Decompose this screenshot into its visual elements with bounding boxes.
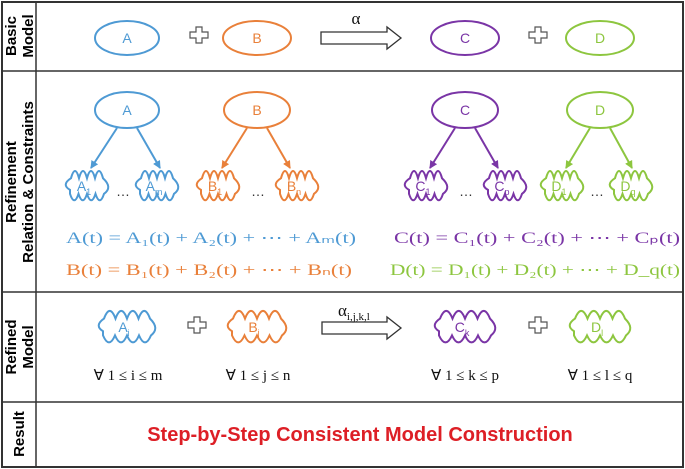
- equation-b: B(t) = B₁(t) + B₂(t) + ⋯ + Bₙ(t): [66, 262, 352, 279]
- svg-text:Refinement: Refinement: [3, 141, 20, 223]
- basic-node-c-label: C: [460, 30, 470, 46]
- child-cloud-d-first-shape: [539, 170, 585, 202]
- refined-arrow-label: αi,j,k,l: [338, 301, 370, 323]
- refined-model-row: Ai Bj Ck Dl αi,j,k,l ∀ 1 ≤ i ≤ m ∀ 1 ≤ j ≤ …: [94, 301, 633, 384]
- child-cloud-a-first-shape: [64, 170, 110, 202]
- refine-parent-c-label: C: [460, 102, 470, 118]
- child-cloud-c-first-label: C1: [415, 178, 430, 197]
- refined-cloud-b-shape: [226, 309, 288, 344]
- basic-node-d: [565, 20, 635, 56]
- basic-node-c: [430, 20, 500, 56]
- child-cloud-b-first: B1: [195, 170, 241, 202]
- svg-text:Refined: Refined: [3, 319, 20, 374]
- svg-text:Model: Model: [20, 325, 37, 368]
- basic-node-a-label: A: [122, 30, 132, 46]
- constraint-a: ∀ 1 ≤ i ≤ m: [94, 368, 163, 384]
- child-cloud-a-last-label: Am: [146, 178, 163, 197]
- constraint-c: ∀ 1 ≤ k ≤ p: [431, 368, 499, 384]
- equation-c: C(t) = C₁(t) + C₂(t) + ⋯ + Cₚ(t): [394, 230, 680, 247]
- child-cloud-d-last: Dq: [608, 170, 654, 202]
- arrow-c-to-cp: [474, 127, 499, 169]
- row-label-basic-model: Basic Model: [3, 14, 37, 57]
- refined-cloud-c-label: Ck: [455, 319, 470, 338]
- child-cloud-b-last-shape: [274, 170, 320, 202]
- refined-cloud-a-shape: [97, 309, 157, 344]
- refined-cloud-c: Ck: [433, 309, 497, 344]
- refined-cloud-d-shape: [568, 309, 632, 344]
- hollow-arrow-icon: [321, 315, 403, 341]
- child-cloud-a-last: Am: [134, 170, 180, 202]
- child-cloud-b-first-label: B1: [208, 178, 222, 197]
- plus-icon: [189, 26, 209, 44]
- svg-text:Relation & Constraints: Relation & Constraints: [20, 101, 37, 263]
- child-cloud-d-first: D1: [539, 170, 585, 202]
- child-clouds: A1 Am … B1 Bn … C1 Cp … D1 Dq …: [64, 170, 654, 202]
- plus-icon: [528, 316, 548, 334]
- child-cloud-d-last-shape: [608, 170, 654, 202]
- basic-node-d-label: D: [595, 30, 605, 46]
- refine-parent-c: [431, 91, 499, 129]
- basic-arrow-label: α: [352, 9, 361, 28]
- child-cloud-b-first-shape: [195, 170, 241, 202]
- refined-cloud-c-shape: [433, 309, 497, 344]
- child-cloud-c-first: C1: [403, 170, 449, 202]
- hollow-arrow-icon: [320, 25, 403, 51]
- row-label-refinement: Refinement Relation & Constraints: [3, 101, 37, 263]
- refined-cloud-a: Ai: [97, 309, 157, 344]
- basic-model-row: A B α C D: [94, 9, 635, 56]
- refined-cloud-a-label: Ai: [118, 319, 129, 338]
- basic-node-b-label: B: [252, 30, 261, 46]
- refine-parent-a-label: A: [122, 102, 132, 118]
- child-cloud-c-last-shape: [482, 170, 528, 202]
- plus-icon: [187, 316, 207, 334]
- child-ellipsis-b: …: [251, 183, 265, 199]
- child-cloud-d-first-label: D1: [551, 178, 566, 197]
- child-cloud-d-last-label: Dq: [620, 178, 635, 197]
- refined-cloud-d: Dl: [568, 309, 632, 344]
- basic-node-b: [222, 20, 292, 56]
- equation-d: D(t) = D₁(t) + D₂(t) + ⋯ + D_q(t): [390, 262, 680, 279]
- result-title: Step-by-Step Consistent Model Constructi…: [147, 424, 573, 446]
- child-cloud-a-first-label: A1: [77, 178, 91, 197]
- svg-text:Result: Result: [11, 411, 28, 457]
- child-ellipsis-d: …: [590, 183, 604, 199]
- child-ellipsis-c: …: [459, 183, 473, 199]
- refined-clouds: Ai Bj Ck Dl: [97, 309, 632, 344]
- refined-cloud-d-label: Dl: [591, 319, 603, 338]
- arrow-c-to-c1: [429, 127, 456, 169]
- svg-text:Basic: Basic: [3, 16, 20, 56]
- arrow-a-to-a1: [90, 127, 118, 169]
- child-cloud-a-first: A1: [64, 170, 110, 202]
- child-cloud-a-last-shape: [134, 170, 180, 202]
- refine-parent-a: [94, 91, 160, 129]
- refine-parent-d-label: D: [595, 102, 605, 118]
- refine-parent-d: [566, 91, 634, 129]
- constraint-d: ∀ 1 ≤ l ≤ q: [568, 368, 633, 384]
- child-cloud-b-last-label: Bn: [287, 178, 301, 197]
- child-ellipsis-a: …: [116, 183, 130, 199]
- svg-text:Model: Model: [20, 14, 37, 57]
- refined-cloud-b: Bj: [226, 309, 288, 344]
- plus-icon: [528, 26, 548, 44]
- arrow-b-to-bn: [266, 127, 291, 169]
- child-cloud-c-last: Cp: [482, 170, 528, 202]
- constraint-b: ∀ 1 ≤ j ≤ n: [226, 368, 291, 384]
- refine-parent-b-label: B: [252, 102, 261, 118]
- row-label-result: Result: [11, 411, 28, 457]
- refinement-row: A B C D A1 Am … B1 Bn … C1 Cp … D1 Dq … A(t) = A₁(t…: [64, 91, 680, 279]
- child-cloud-c-first-shape: [403, 170, 449, 202]
- arrow-d-to-dq: [609, 127, 633, 169]
- equation-a: A(t) = A₁(t) + A₂(t) + ⋯ + Aₘ(t): [66, 230, 356, 247]
- row-label-refined-model: Refined Model: [3, 319, 37, 374]
- basic-node-a: [94, 20, 160, 56]
- arrow-a-to-am: [136, 127, 161, 169]
- child-cloud-c-last-label: Cp: [494, 178, 509, 197]
- refine-parent-b: [223, 91, 291, 129]
- refined-cloud-b-label: Bj: [248, 319, 259, 338]
- child-cloud-b-last: Bn: [274, 170, 320, 202]
- arrow-d-to-d1: [565, 127, 591, 169]
- arrow-b-to-b1: [221, 127, 248, 169]
